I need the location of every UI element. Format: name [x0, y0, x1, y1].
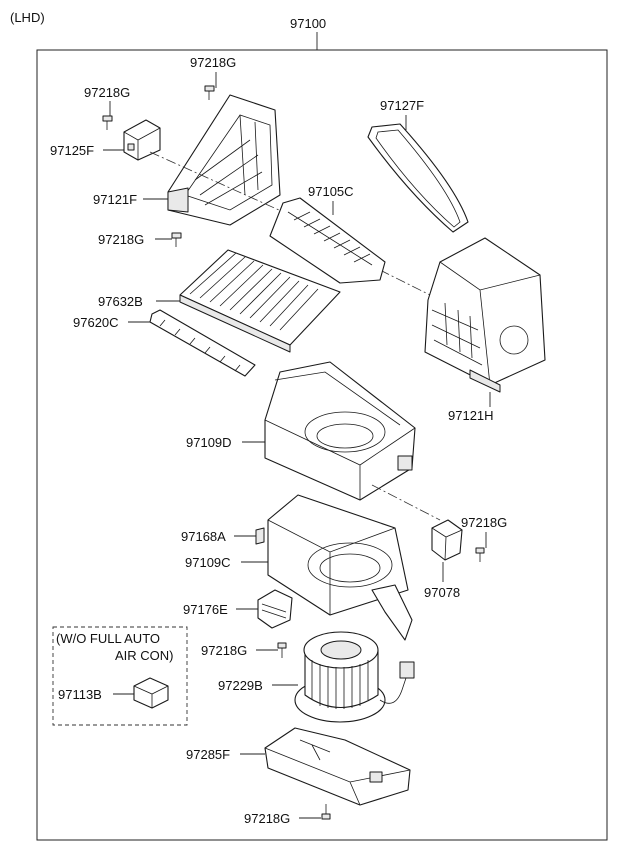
callout-97218g-bottom: 97218G: [244, 811, 290, 826]
callout-97168a: 97168A: [181, 529, 226, 544]
callout-97285f: 97285F: [186, 747, 230, 762]
screw-97218g-left-icon: [102, 115, 113, 130]
lower-cover-97285f-icon: [264, 727, 411, 806]
callout-97218g-left: 97218G: [84, 85, 130, 100]
blower-motor-97229b-icon: [294, 631, 415, 723]
option-box: [52, 626, 188, 726]
callout-97105c: 97105C: [308, 184, 354, 199]
connector-97078-icon: [431, 519, 463, 561]
screw-97218g-top-icon: [204, 85, 215, 100]
callout-97109c: 97109C: [185, 555, 231, 570]
resistor-97176e-icon: [257, 589, 293, 629]
callout-97218g-top: 97218G: [190, 55, 236, 70]
callout-97125f: 97125F: [50, 143, 94, 158]
option-box-line1: (W/O FULL AUTO: [56, 631, 160, 646]
intake-housing-97121h-icon: [424, 237, 546, 393]
callout-97218g-lower: 97218G: [201, 643, 247, 658]
callout-97229b: 97229B: [218, 678, 263, 693]
screw-97218g-bottom-icon: [321, 804, 331, 820]
screw-97218g-right-icon: [475, 547, 485, 562]
upper-case-97109d-icon: [264, 361, 416, 501]
lower-case-97109c-icon: [267, 494, 413, 641]
callout-97632b: 97632B: [98, 294, 143, 309]
callout-97218g-right: 97218G: [461, 515, 507, 530]
duct-97121f-icon: [167, 94, 281, 226]
screw-97218g-mid-icon: [171, 232, 182, 247]
callout-97109d: 97109D: [186, 435, 232, 450]
filter-frame-97620c-icon: [149, 309, 256, 377]
callout-97218g-mid: 97218G: [98, 232, 144, 247]
clip-97168a-icon: [255, 527, 265, 545]
callout-97620c: 97620C: [73, 315, 119, 330]
assembly-frame: [36, 49, 608, 841]
filter-97632b-icon: [179, 249, 341, 353]
assembly-number-label: 97100: [290, 16, 326, 31]
option-box-line2: AIR CON): [115, 648, 174, 663]
callout-97121h: 97121H: [448, 408, 494, 423]
callout-97176e: 97176E: [183, 602, 228, 617]
callout-97121f: 97121F: [93, 192, 137, 207]
callout-97113b: 97113B: [58, 687, 102, 702]
callout-97078: 97078: [424, 585, 460, 600]
variant-label: (LHD): [10, 10, 45, 25]
callout-97127f: 97127F: [380, 98, 424, 113]
cover-97105c-icon: [269, 197, 386, 284]
resistor-97113b-icon: [133, 677, 169, 709]
seal-97127f-icon: [367, 123, 469, 233]
screw-97218g-lower-icon: [277, 642, 287, 658]
actuator-97125f-icon: [123, 119, 161, 161]
